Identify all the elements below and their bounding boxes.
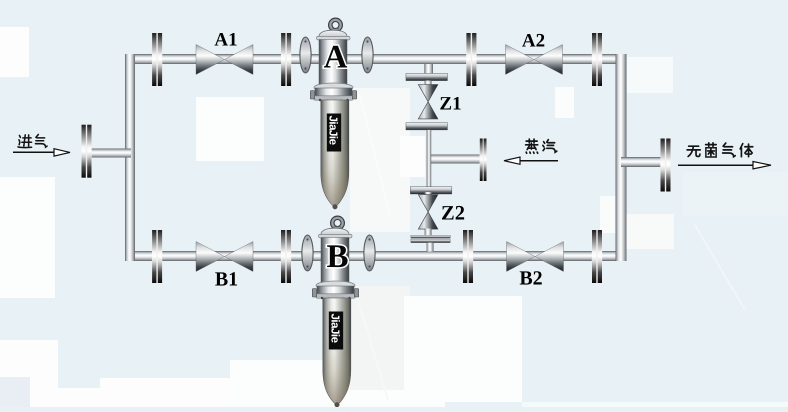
- svg-text:Z1: Z1: [439, 94, 461, 115]
- svg-text:A2: A2: [522, 31, 545, 52]
- svg-text:A1: A1: [214, 30, 237, 51]
- svg-text:A: A: [324, 40, 348, 76]
- svg-text:B1: B1: [215, 269, 238, 291]
- svg-text:B: B: [326, 239, 348, 275]
- svg-text:B2: B2: [519, 268, 542, 290]
- svg-text:Z2: Z2: [441, 203, 465, 225]
- svg-text:JiaJie: JiaJie: [327, 116, 339, 145]
